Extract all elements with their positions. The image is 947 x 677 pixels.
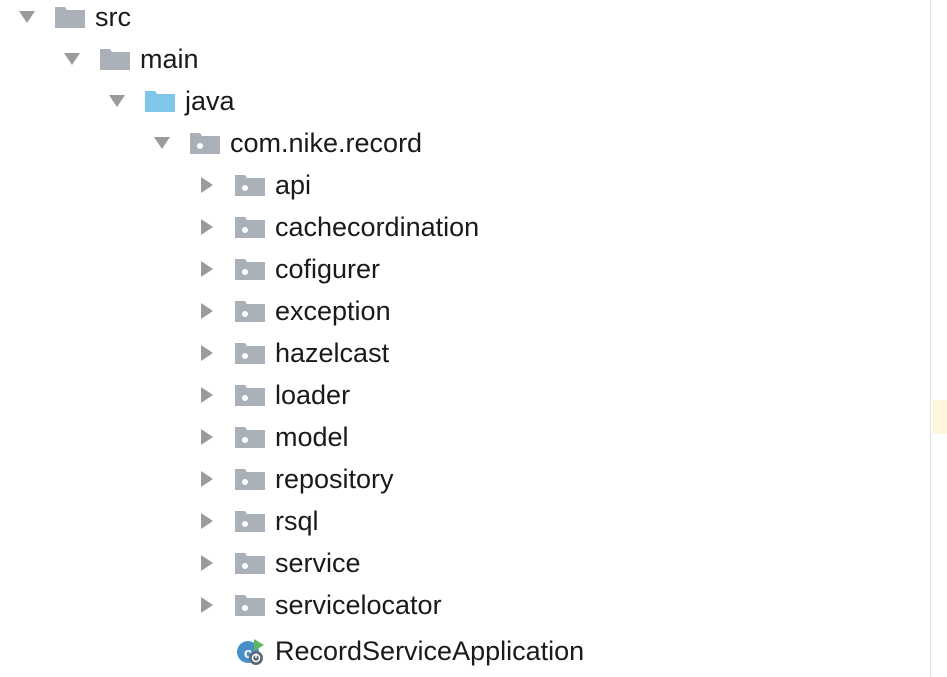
tree-node-package[interactable]: cofigurer — [194, 248, 380, 290]
package-icon — [234, 172, 266, 198]
tree-node-package[interactable]: cachecordination — [194, 206, 479, 248]
package-icon — [234, 298, 266, 324]
tree-node-label: cachecordination — [275, 212, 480, 242]
tree-node-package[interactable]: servicelocator — [194, 584, 442, 626]
tree-node-package[interactable]: loader — [194, 374, 350, 416]
tree-node-package[interactable]: com.nike.record — [149, 122, 422, 164]
tree-node-label: com.nike.record — [230, 128, 423, 158]
chevron-right-icon[interactable] — [194, 214, 220, 240]
package-icon — [234, 592, 266, 618]
chevron-right-icon[interactable] — [194, 340, 220, 366]
tree-node-label: exception — [275, 296, 391, 326]
chevron-right-icon[interactable] — [194, 382, 220, 408]
chevron-right-icon[interactable] — [194, 256, 220, 282]
chevron-down-icon[interactable] — [149, 130, 175, 156]
tree-node-label: repository — [275, 464, 394, 494]
svg-text:c: c — [244, 645, 252, 662]
chevron-down-icon[interactable] — [14, 4, 40, 30]
chevron-right-icon[interactable] — [194, 424, 220, 450]
tree-node-src[interactable]: src — [14, 0, 131, 38]
tree-node-package[interactable]: model — [194, 416, 349, 458]
tree-node-label: loader — [275, 380, 351, 410]
package-icon — [234, 256, 266, 282]
tree-node-package[interactable]: api — [194, 164, 311, 206]
source-folder-icon — [144, 88, 176, 114]
chevron-right-icon[interactable] — [194, 592, 220, 618]
package-icon — [234, 340, 266, 366]
tree-node-label: api — [275, 170, 312, 200]
tree-node-label: java — [185, 86, 235, 116]
tree-node-label: model — [275, 422, 349, 452]
package-icon — [234, 466, 266, 492]
tree-node-label: src — [95, 2, 131, 32]
chevron-right-icon[interactable] — [194, 508, 220, 534]
package-icon — [234, 424, 266, 450]
folder-icon — [54, 4, 86, 30]
tree-node-label: rsql — [275, 506, 319, 536]
chevron-down-icon[interactable] — [104, 88, 130, 114]
tree-node-label: main — [140, 44, 199, 74]
chevron-right-icon[interactable] — [194, 550, 220, 576]
tree-node-package[interactable]: repository — [194, 458, 394, 500]
tree-node-label: cofigurer — [275, 254, 381, 284]
folder-icon — [99, 46, 131, 72]
tree-node-package[interactable]: rsql — [194, 500, 319, 542]
package-icon — [234, 382, 266, 408]
package-icon — [234, 550, 266, 576]
chevron-right-icon[interactable] — [194, 172, 220, 198]
tree-node-label: service — [275, 548, 361, 578]
tree-node-main[interactable]: main — [59, 38, 199, 80]
panel-divider — [930, 0, 931, 677]
chevron-right-icon[interactable] — [194, 466, 220, 492]
tree-node-label: servicelocator — [275, 590, 442, 620]
chevron-down-icon[interactable] — [59, 46, 85, 72]
tree-node-package[interactable]: service — [194, 542, 361, 584]
tree-node-package[interactable]: hazelcast — [194, 332, 389, 374]
tree-node-label: RecordServiceApplication — [275, 636, 585, 666]
tree-node-application-class[interactable]: c RecordServiceApplication — [194, 630, 584, 672]
tree-node-package[interactable]: exception — [194, 290, 391, 332]
package-icon — [189, 130, 221, 156]
tree-node-java[interactable]: java — [104, 80, 235, 122]
package-icon — [234, 214, 266, 240]
spring-boot-class-icon: c — [234, 638, 266, 665]
scroll-marker — [933, 400, 947, 434]
tree-node-label: hazelcast — [275, 338, 390, 368]
package-icon — [234, 508, 266, 534]
chevron-right-icon[interactable] — [194, 298, 220, 324]
